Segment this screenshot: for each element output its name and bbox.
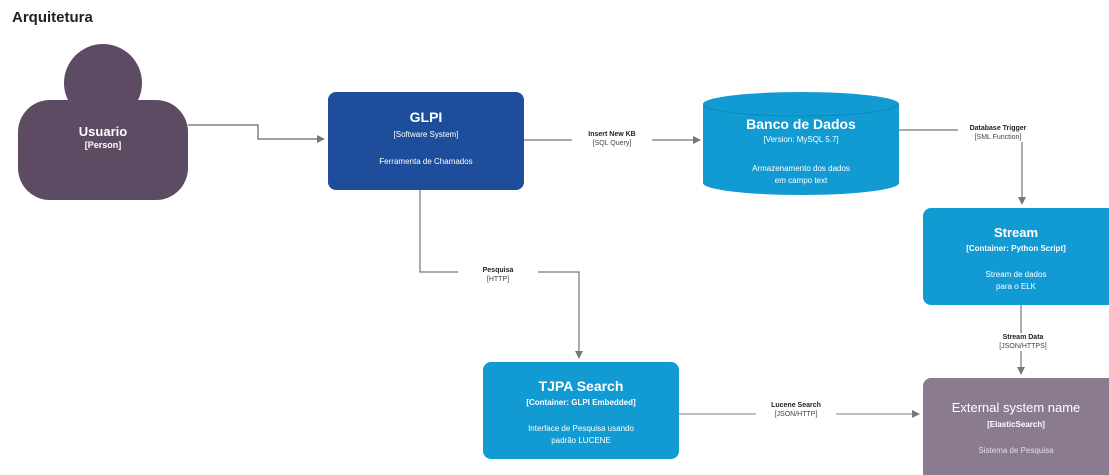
pesquisa-label: Pesquisa [482,267,514,274]
external-type: [ElasticSearch] [987,420,1045,429]
stream-type: [Container: Python Script] [966,244,1066,253]
stream-data-label: Stream Data [1002,334,1044,341]
glpi-type: [Software System] [393,130,459,139]
stream-description-line1: Stream de dados [985,270,1047,279]
search-description-line1: Interface de Pesquisa usando [528,424,634,433]
trigger-label: Database Trigger [969,125,1027,132]
glpi-name: GLPI [409,109,443,125]
usuario-person[interactable]: Usuario [Person] [18,44,188,200]
glpi-description: Ferramenta de Chamados [379,157,473,166]
external-system-box[interactable]: External system name [ElasticSearch] Sis… [923,378,1109,475]
insert-label: Insert New KB [588,131,636,138]
search-type: [Container: GLPI Embedded] [526,398,636,407]
edge-label-lucene: Lucene Search [JSON/HTTP] [756,401,836,419]
banco-type: [Version: MySQL 5.7] [763,135,839,144]
usuario-type: [Person] [84,140,122,150]
edge-label-trigger: Database Trigger [SML Function] [958,124,1038,142]
stream-container-box[interactable]: Stream [Container: Python Script] Stream… [923,208,1109,305]
person-body-shape [18,100,188,200]
edge-label-pesquisa: Pesquisa [HTTP] [458,266,538,284]
glpi-system-box[interactable]: GLPI [Software System] Ferramenta de Cha… [328,92,524,190]
banco-name: Banco de Dados [746,116,856,132]
external-description: Sistema de Pesquisa [978,446,1054,455]
banco-de-dados-cylinder[interactable]: Banco de Dados [Version: MySQL 5.7] Arma… [703,92,899,195]
tjpa-search-container-box[interactable]: TJPA Search [Container: GLPI Embedded] I… [483,362,679,459]
page-title: Arquitetura [12,9,93,26]
banco-description-line1: Armazenamento dos dados [752,164,850,173]
stream-description-line2: para o ELK [995,282,1037,291]
search-name: TJPA Search [538,378,624,394]
edge-label-stream-data: Stream Data [JSON/HTTPS] [983,333,1063,351]
lucene-label: Lucene Search [771,402,821,409]
external-name: External system name [951,400,1081,415]
pesquisa-tech: [HTTP] [486,276,510,283]
stream-data-tech: [JSON/HTTPS] [999,343,1047,350]
database-cylinder-icon [703,92,899,195]
search-description-line2: padrão LUCENE [551,436,611,445]
edge-label-insert: Insert New KB [SQL Query] [572,130,652,148]
trigger-tech: [SML Function] [974,134,1022,141]
usuario-name: Usuario [78,124,128,139]
insert-tech: [SQL Query] [592,140,632,147]
edge-usuario-glpi [188,124,325,143]
stream-name: Stream [993,225,1039,240]
lucene-tech: [JSON/HTTP] [774,411,818,418]
banco-description-line2: em campo text [774,176,828,185]
